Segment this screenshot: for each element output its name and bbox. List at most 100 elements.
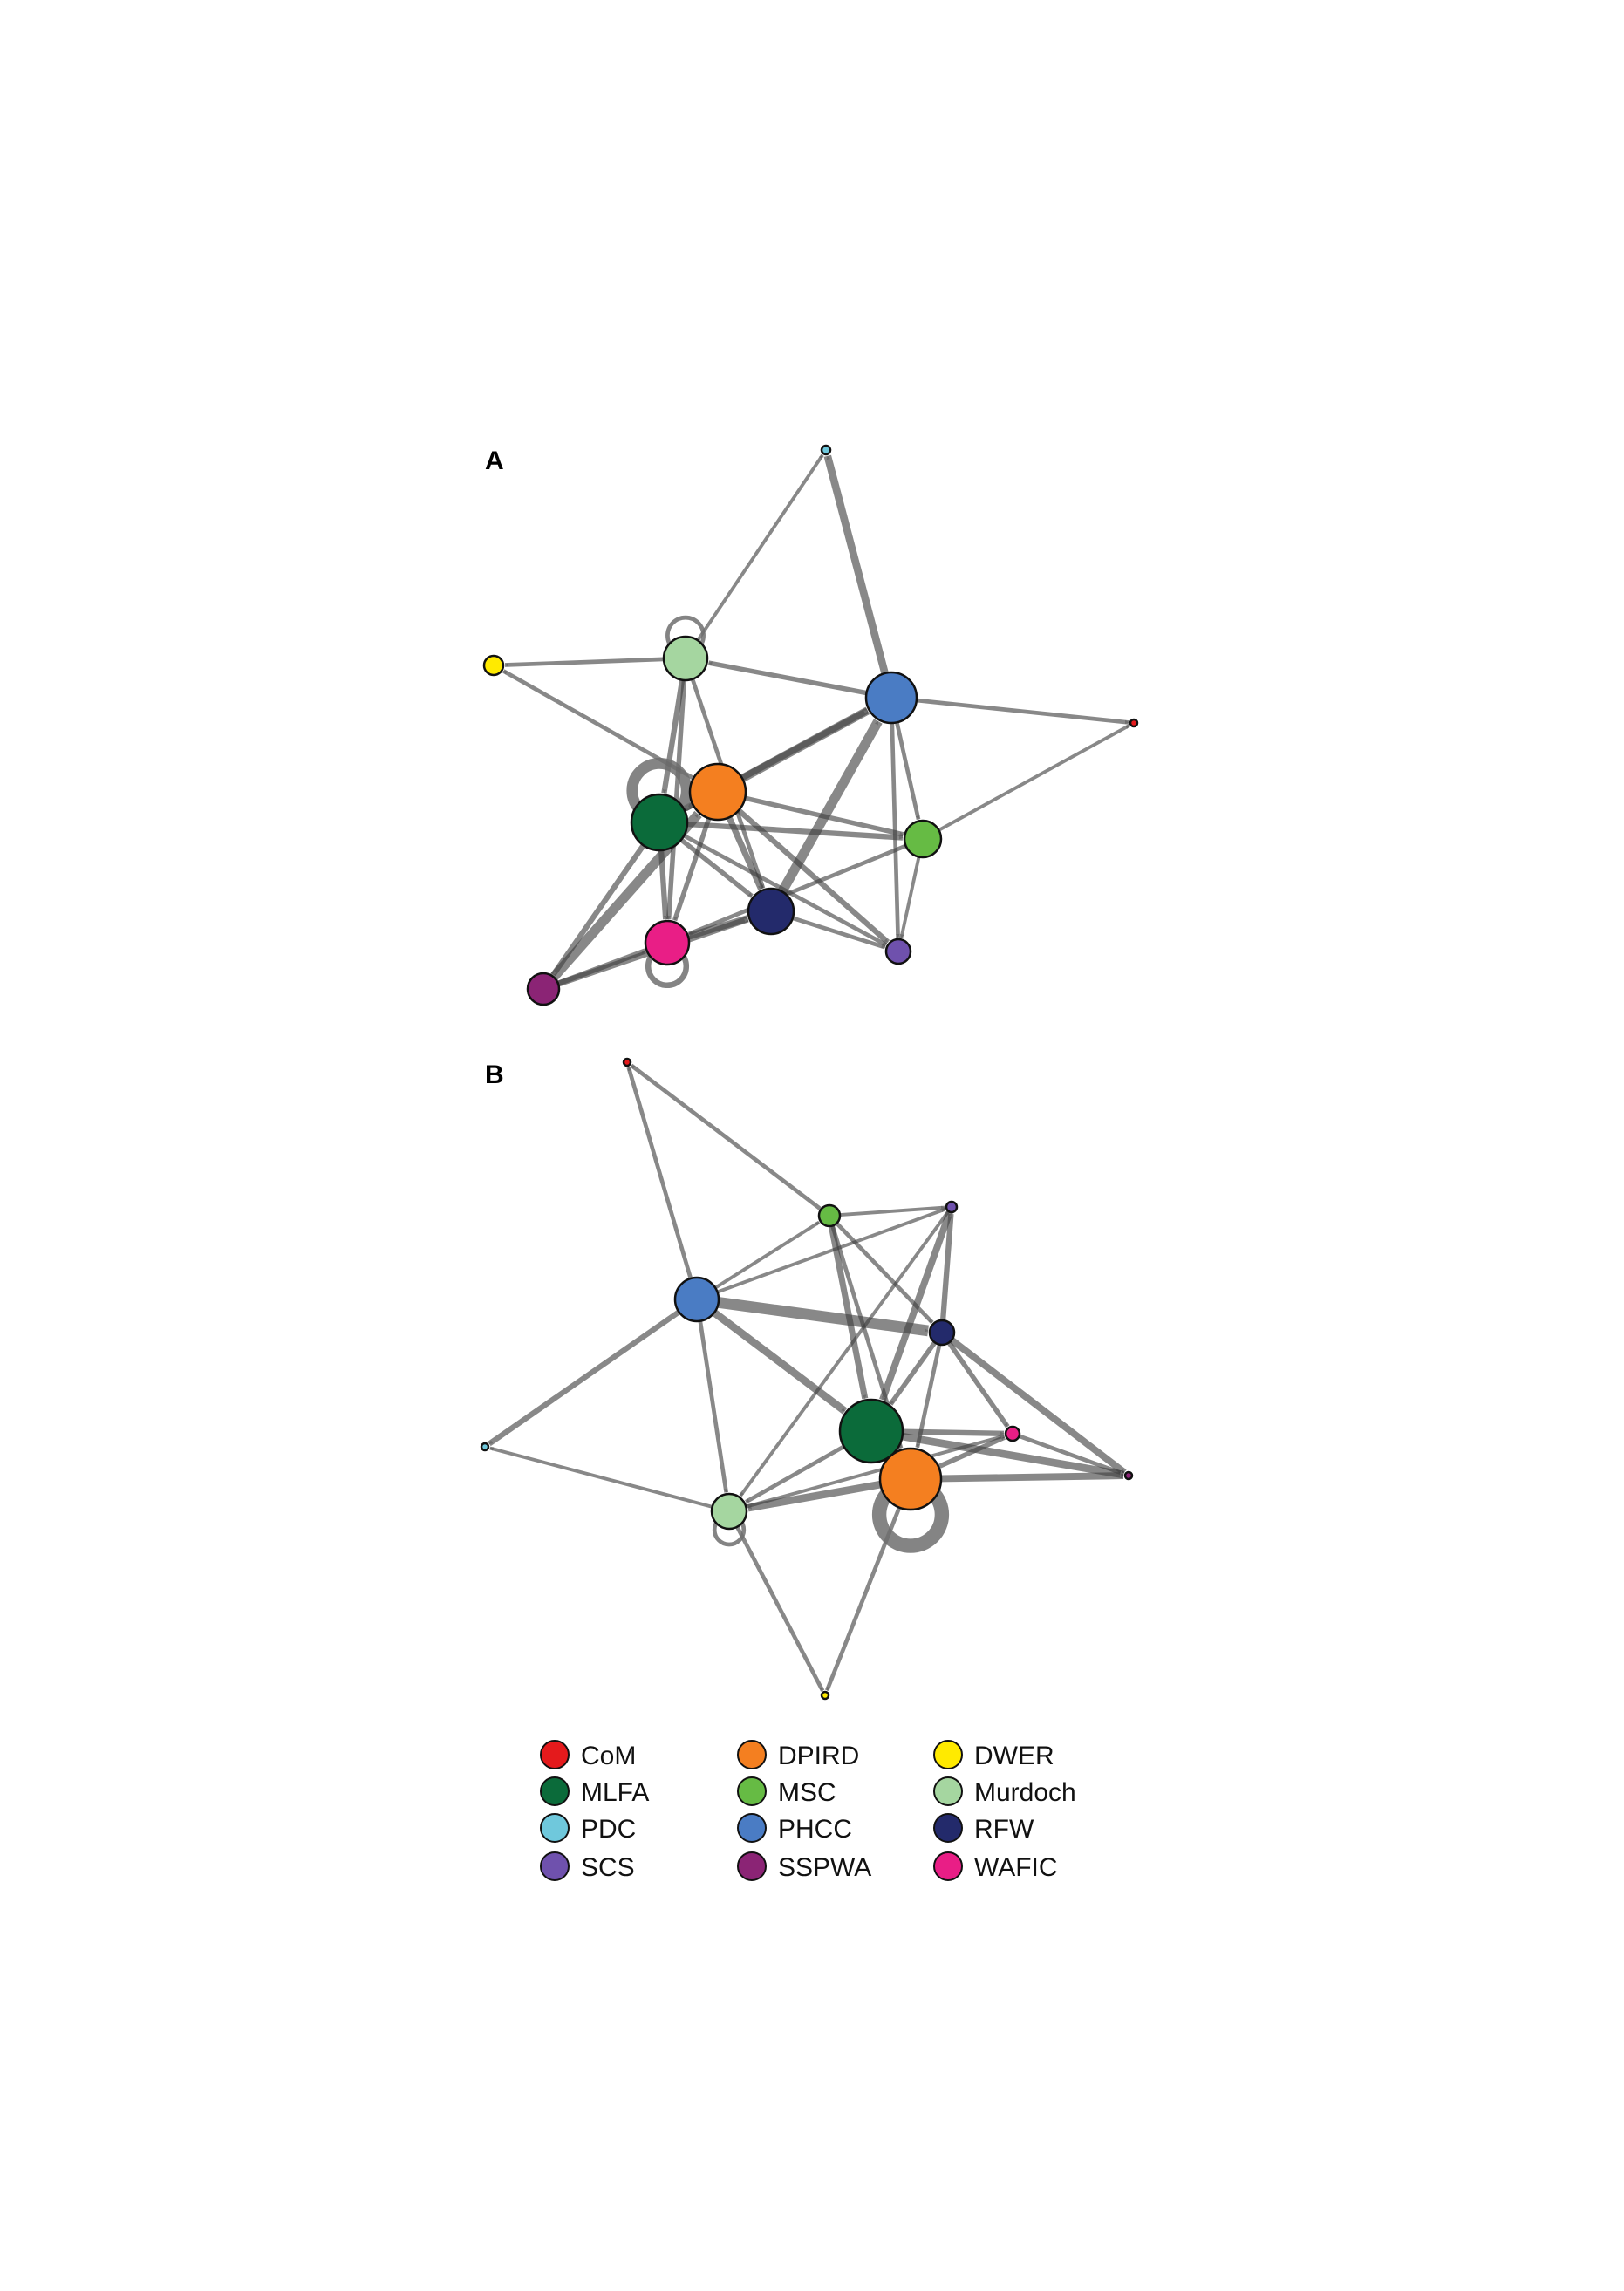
edge-b-msc-mlfa bbox=[828, 1225, 869, 1400]
node-b-scs bbox=[945, 1200, 959, 1214]
legend-label-mlfa: MLFA bbox=[581, 1778, 649, 1807]
legend-label-rfw: RFW bbox=[974, 1815, 1034, 1844]
node-a-mlfa bbox=[630, 793, 689, 852]
edge-b-phcc-rfw bbox=[717, 1297, 929, 1337]
node-a-phcc bbox=[864, 671, 918, 725]
legend-item-msc: MSC bbox=[737, 1776, 836, 1807]
node-a-scs bbox=[884, 938, 912, 965]
legend-label-msc: MSC bbox=[778, 1778, 836, 1807]
panel-label-b: B bbox=[485, 1060, 504, 1089]
legend-label-murdoch: Murdoch bbox=[974, 1778, 1076, 1807]
legend-item-rfw: RFW bbox=[933, 1813, 1034, 1844]
legend-item-dwer: DWER bbox=[933, 1740, 1054, 1770]
edge-b-scs-murdoch bbox=[739, 1210, 951, 1497]
edge-a-phcc-pdc bbox=[823, 454, 889, 675]
legend-swatch-murdoch bbox=[933, 1776, 963, 1806]
edge-a-murdoch-pdc bbox=[696, 453, 824, 642]
node-b-msc bbox=[817, 1203, 842, 1228]
network-b bbox=[480, 1057, 1134, 1701]
legend-swatch-pdc bbox=[540, 1813, 570, 1843]
edge-a-phcc-msc bbox=[895, 721, 921, 821]
edge-a-msc-wafic bbox=[688, 843, 907, 936]
legend-label-scs: SCS bbox=[581, 1853, 635, 1882]
edge-a-murdoch-dwer bbox=[504, 657, 665, 667]
edge-b-wafic-sspwa bbox=[1018, 1434, 1125, 1476]
node-b-phcc bbox=[673, 1276, 720, 1323]
legend-label-pdc: PDC bbox=[581, 1815, 636, 1844]
legend-swatch-dwer bbox=[933, 1740, 963, 1769]
edge-b-murdoch-pdc bbox=[489, 1446, 713, 1509]
edge-b-phcc-mlfa bbox=[712, 1309, 848, 1415]
node-a-rfw bbox=[747, 887, 795, 936]
legend-swatch-msc bbox=[737, 1776, 767, 1806]
legend-item-scs: SCS bbox=[540, 1851, 635, 1882]
edge-a-phcc-murdoch bbox=[707, 660, 868, 696]
edge-a-mlfa-msc bbox=[686, 821, 904, 841]
edge-b-dpird-sspwa bbox=[940, 1472, 1124, 1483]
edge-a-dpird-msc bbox=[744, 795, 904, 837]
edge-b-rfw-wafic bbox=[946, 1340, 1010, 1428]
edge-b-phcc-murdoch bbox=[698, 1320, 729, 1493]
edge-b-dpird-murdoch bbox=[747, 1480, 882, 1512]
edge-a-dpird-rfw bbox=[726, 815, 764, 890]
edge-a-mlfa-rfw bbox=[679, 837, 754, 898]
legend-label-com: CoM bbox=[581, 1742, 636, 1770]
edge-b-rfw-scs bbox=[939, 1213, 954, 1321]
edge-a-dpird-wafic bbox=[672, 817, 712, 922]
node-b-sspwa bbox=[1123, 1470, 1134, 1481]
nodes-a bbox=[482, 444, 1139, 1006]
edge-b-phcc-scs bbox=[716, 1207, 946, 1294]
node-b-wafic bbox=[1004, 1425, 1021, 1442]
edge-a-phcc-com bbox=[916, 698, 1129, 725]
legend-swatch-rfw bbox=[933, 1813, 963, 1843]
edge-a-dpird-scs bbox=[736, 808, 890, 944]
node-a-msc bbox=[903, 819, 943, 859]
legend-label-dwer: DWER bbox=[974, 1742, 1054, 1770]
edges-b bbox=[488, 1063, 1127, 1692]
edge-b-dpird-wafic bbox=[937, 1435, 1006, 1469]
node-b-rfw bbox=[928, 1319, 956, 1347]
edge-b-mlfa-sspwa bbox=[901, 1432, 1124, 1479]
edge-a-mlfa-sspwa bbox=[550, 843, 646, 977]
edge-a-mlfa-scs bbox=[683, 834, 888, 947]
node-a-com bbox=[1129, 718, 1139, 728]
edge-b-murdoch-dwer bbox=[735, 1525, 825, 1692]
edge-b-phcc-msc bbox=[714, 1220, 821, 1290]
legend-label-phcc: PHCC bbox=[778, 1815, 852, 1844]
node-a-dwer bbox=[482, 654, 505, 677]
legend: CoM MLFA PDC SCS DPIRD MSC PHCC SSPWA DWER Murdoc… bbox=[540, 1740, 1076, 1882]
edge-a-rfw-scs bbox=[792, 916, 886, 950]
node-a-dpird bbox=[688, 762, 747, 822]
edge-b-murdoch-wafic bbox=[745, 1434, 1005, 1509]
network-a bbox=[482, 444, 1139, 1006]
node-b-pdc bbox=[480, 1442, 490, 1452]
node-a-wafic bbox=[644, 919, 691, 966]
legend-swatch-scs bbox=[540, 1851, 570, 1881]
legend-item-com: CoM bbox=[540, 1740, 636, 1770]
edge-a-msc-com bbox=[938, 724, 1130, 832]
legend-item-wafic: WAFIC bbox=[933, 1851, 1058, 1882]
node-b-murdoch bbox=[710, 1492, 748, 1531]
legend-swatch-sspwa bbox=[737, 1851, 767, 1881]
legend-item-sspwa: SSPWA bbox=[737, 1851, 871, 1882]
edge-b-phcc-pdc bbox=[488, 1309, 681, 1447]
node-a-murdoch bbox=[662, 635, 709, 682]
nodes-b bbox=[480, 1057, 1134, 1701]
edge-b-scs-mlfa bbox=[879, 1210, 953, 1401]
node-b-dwer bbox=[820, 1690, 830, 1701]
edges-a bbox=[502, 453, 1130, 987]
legend-label-wafic: WAFIC bbox=[974, 1853, 1058, 1882]
node-b-com bbox=[622, 1057, 632, 1067]
legend-swatch-com bbox=[540, 1740, 570, 1769]
edge-b-rfw-sspwa bbox=[949, 1337, 1127, 1476]
node-b-dpird bbox=[878, 1447, 943, 1511]
panel-label-a: A bbox=[485, 447, 504, 475]
legend-item-phcc: PHCC bbox=[737, 1813, 852, 1844]
edge-b-rfw-mlfa bbox=[888, 1340, 938, 1406]
node-a-sspwa bbox=[526, 972, 561, 1006]
legend-item-dpird: DPIRD bbox=[737, 1740, 859, 1770]
legend-label-dpird: DPIRD bbox=[778, 1742, 859, 1770]
legend-item-pdc: PDC bbox=[540, 1813, 636, 1844]
legend-item-murdoch: Murdoch bbox=[933, 1776, 1076, 1807]
